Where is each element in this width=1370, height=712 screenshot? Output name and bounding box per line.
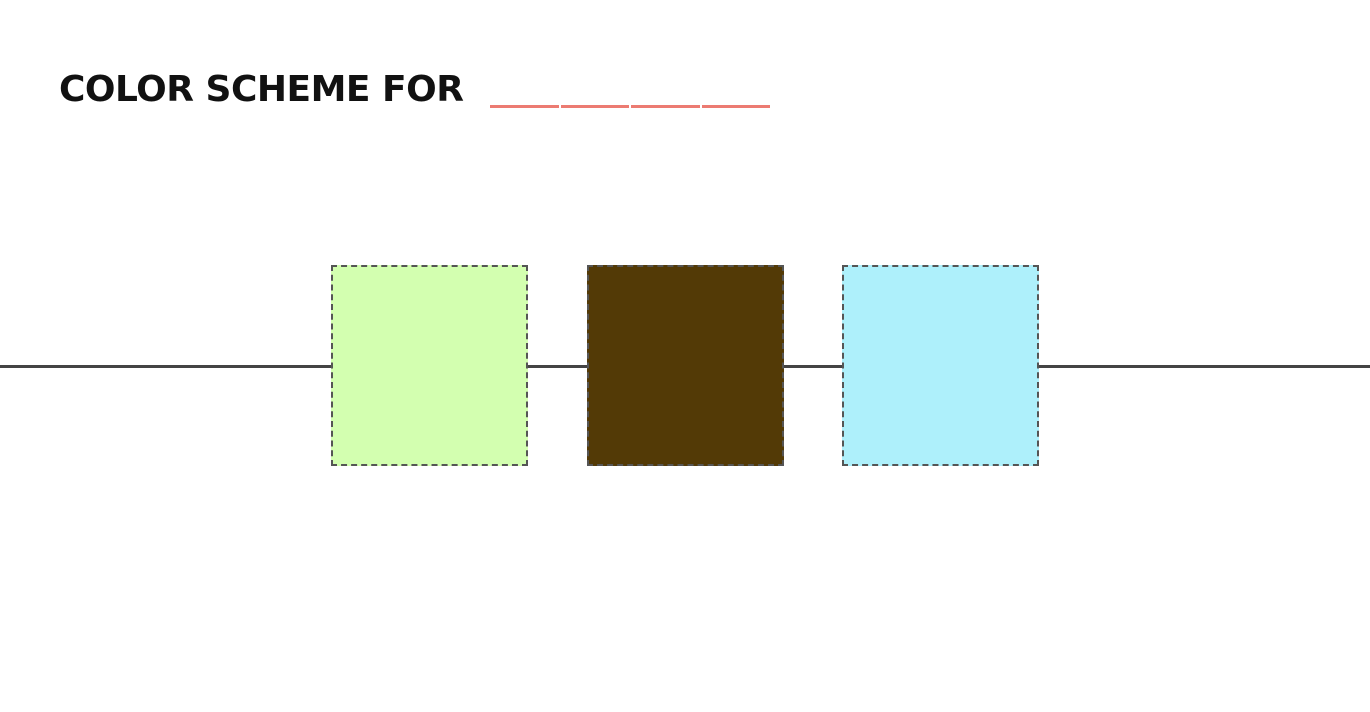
page-title: COLOR SCHEME FOR (59, 68, 464, 110)
page-title-row: COLOR SCHEME FOR (59, 66, 464, 112)
title-blank-field[interactable] (490, 105, 770, 108)
blank-underline-segment (490, 105, 559, 108)
color-swatch-3[interactable] (842, 265, 1039, 466)
color-swatch-2[interactable] (587, 265, 784, 466)
blank-underline-segment (560, 105, 629, 108)
blank-underline-segment (701, 105, 770, 108)
blank-underline-segment (631, 105, 700, 108)
color-swatch-1[interactable] (331, 265, 528, 466)
